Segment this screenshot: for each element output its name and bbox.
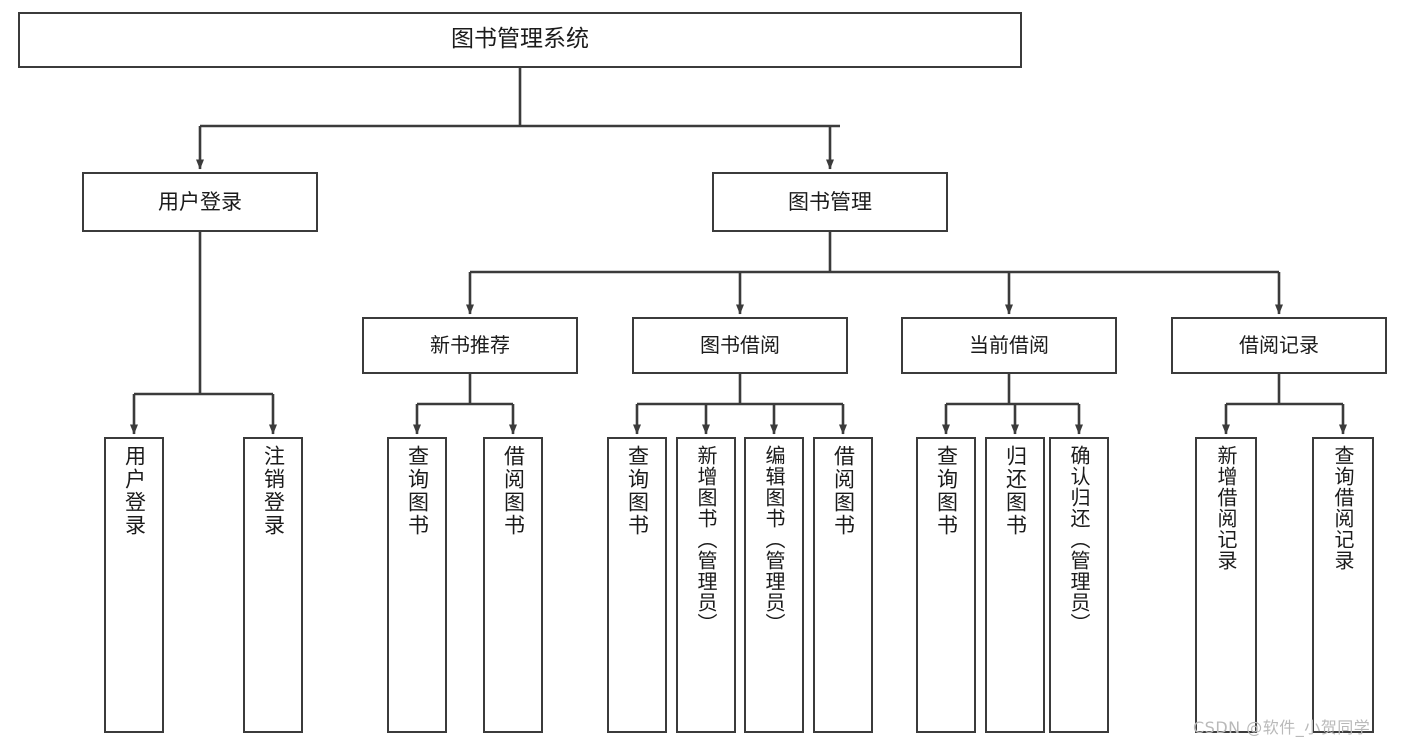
node-label: 用户登录 bbox=[158, 189, 242, 214]
leaf-return-book[interactable]: 归还图书 bbox=[985, 437, 1045, 733]
leaf-user-login[interactable]: 用户登录 bbox=[104, 437, 164, 733]
node-label: 查询图书 bbox=[625, 445, 650, 537]
leaf-add-book-admin[interactable]: 新增图书（管理员） bbox=[676, 437, 736, 733]
leaf-query-book-borrow[interactable]: 查询图书 bbox=[607, 437, 667, 733]
csdn-watermark: CSDN @软件_小贺同学 bbox=[1193, 718, 1371, 737]
node-label: 查询图书 bbox=[405, 445, 430, 537]
leaf-query-book-current[interactable]: 查询图书 bbox=[916, 437, 976, 733]
leaf-borrow-book-recommend[interactable]: 借阅图书 bbox=[483, 437, 543, 733]
node-label: 借阅图书 bbox=[831, 445, 856, 537]
node-label: 确认归还（管理员） bbox=[1067, 445, 1091, 634]
leaf-user-logout[interactable]: 注销登录 bbox=[243, 437, 303, 733]
node-label: 图书管理 bbox=[788, 189, 872, 214]
leaf-query-borrow-record[interactable]: 查询借阅记录 bbox=[1312, 437, 1374, 733]
node-user-login[interactable]: 用户登录 bbox=[82, 172, 318, 232]
node-label: 图书管理系统 bbox=[451, 26, 589, 53]
node-borrow-record[interactable]: 借阅记录 bbox=[1171, 317, 1387, 374]
leaf-query-book-recommend[interactable]: 查询图书 bbox=[387, 437, 447, 733]
leaf-borrow-book[interactable]: 借阅图书 bbox=[813, 437, 873, 733]
node-label: 借阅记录 bbox=[1239, 332, 1319, 357]
leaf-add-borrow-record[interactable]: 新增借阅记录 bbox=[1195, 437, 1257, 733]
leaf-confirm-return-admin[interactable]: 确认归还（管理员） bbox=[1049, 437, 1109, 733]
node-label: 注销登录 bbox=[261, 445, 286, 537]
node-label: 新书推荐 bbox=[430, 332, 510, 357]
node-label: 新增借阅记录 bbox=[1214, 445, 1238, 571]
node-label: 借阅图书 bbox=[501, 445, 526, 537]
node-label: 编辑图书（管理员） bbox=[762, 445, 786, 634]
node-label: 图书借阅 bbox=[700, 332, 780, 357]
node-label: 查询借阅记录 bbox=[1331, 445, 1355, 571]
leaf-edit-book-admin[interactable]: 编辑图书（管理员） bbox=[744, 437, 804, 733]
node-book-borrow[interactable]: 图书借阅 bbox=[632, 317, 848, 374]
node-new-book-recommend[interactable]: 新书推荐 bbox=[362, 317, 578, 374]
node-label: 归还图书 bbox=[1003, 445, 1028, 537]
node-label: 新增图书（管理员） bbox=[694, 445, 718, 634]
node-root-system[interactable]: 图书管理系统 bbox=[18, 12, 1022, 68]
node-book-management[interactable]: 图书管理 bbox=[712, 172, 948, 232]
node-current-borrow[interactable]: 当前借阅 bbox=[901, 317, 1117, 374]
node-label: 用户登录 bbox=[122, 445, 147, 537]
node-label: 查询图书 bbox=[934, 445, 959, 537]
node-label: 当前借阅 bbox=[969, 332, 1049, 357]
